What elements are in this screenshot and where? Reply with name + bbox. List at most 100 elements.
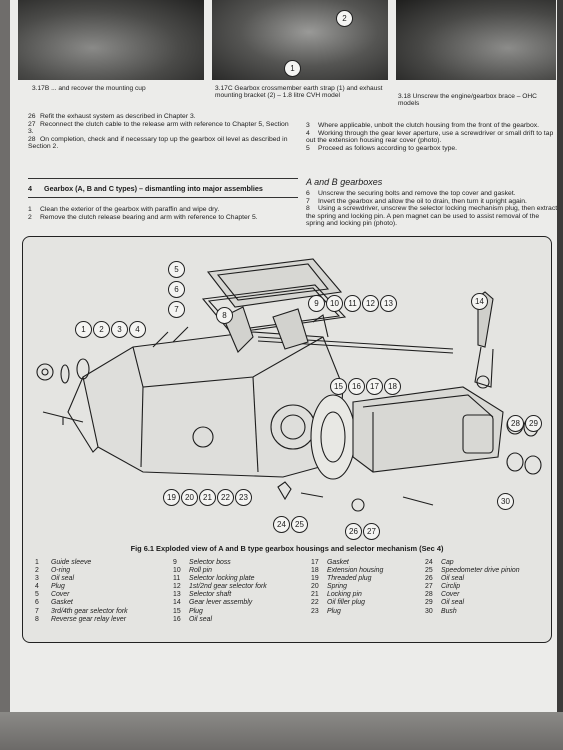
photo-earth-strap: 2 1 xyxy=(212,0,388,80)
table-surface xyxy=(0,712,563,750)
callout-26: 26 xyxy=(345,523,362,540)
callout-7: 7 xyxy=(168,301,185,318)
callout-22: 22 xyxy=(217,489,234,506)
callout-13: 13 xyxy=(380,295,397,312)
callout-1: 1 xyxy=(75,321,92,338)
o-ring xyxy=(60,364,70,384)
gearbox-housing xyxy=(82,331,344,478)
callout-21: 21 xyxy=(199,489,216,506)
exploded-view-diagram: 5 6 7 8 1 2 3 4 9 10 11 12 13 14 15 16 1… xyxy=(22,236,552,643)
top-cover xyxy=(206,258,343,308)
callout-8: 8 xyxy=(216,307,233,324)
oil-seal xyxy=(76,358,90,380)
guide-sleeve xyxy=(36,363,54,381)
callout-27: 27 xyxy=(363,523,380,540)
photo-caption-1: 3.17B ... and recover the mounting cup xyxy=(32,85,146,92)
callout-10: 10 xyxy=(326,295,343,312)
callout-16: 16 xyxy=(348,378,365,395)
callout-19: 19 xyxy=(163,489,180,506)
photo-engine-brace xyxy=(396,0,556,80)
gearbox-illustration xyxy=(36,258,542,512)
photo-mounting-cup xyxy=(18,0,204,80)
callout-30: 30 xyxy=(497,493,514,510)
callout-20: 20 xyxy=(181,489,198,506)
callout-24: 24 xyxy=(273,516,290,533)
figure-caption: Fig 6.1 Exploded view of A and B type ge… xyxy=(130,544,444,553)
photo-callout-1: 1 xyxy=(284,60,301,77)
callout-14: 14 xyxy=(471,293,488,310)
callout-5: 5 xyxy=(168,261,185,278)
callout-6: 6 xyxy=(168,281,185,298)
extension-housing xyxy=(352,386,504,473)
photo-caption-2: 3.17C Gearbox crossmember earth strap (1… xyxy=(215,85,383,100)
section-rule-top xyxy=(28,178,298,179)
photo-caption-3: 3.18 Unscrew the engine/gearbox brace – … xyxy=(398,93,537,108)
photo-callout-2: 2 xyxy=(336,10,353,27)
section-rule-bottom xyxy=(28,197,298,198)
callout-18: 18 xyxy=(384,378,401,395)
callout-4: 4 xyxy=(129,321,146,338)
callout-2: 2 xyxy=(93,321,110,338)
callout-15: 15 xyxy=(330,378,347,395)
callout-11: 11 xyxy=(344,295,361,312)
callout-29: 29 xyxy=(525,415,542,432)
callout-28: 28 xyxy=(507,415,524,432)
page-edge-shadow xyxy=(557,0,563,750)
callout-23: 23 xyxy=(235,489,252,506)
callout-9: 9 xyxy=(308,295,325,312)
manual-page: 2 1 3.17B ... and recover the mounting c… xyxy=(10,0,563,716)
callout-25: 25 xyxy=(291,516,308,533)
callout-3: 3 xyxy=(111,321,128,338)
callout-17: 17 xyxy=(366,378,383,395)
subheading-a-b-gearboxes: A and B gearboxes xyxy=(306,177,383,187)
